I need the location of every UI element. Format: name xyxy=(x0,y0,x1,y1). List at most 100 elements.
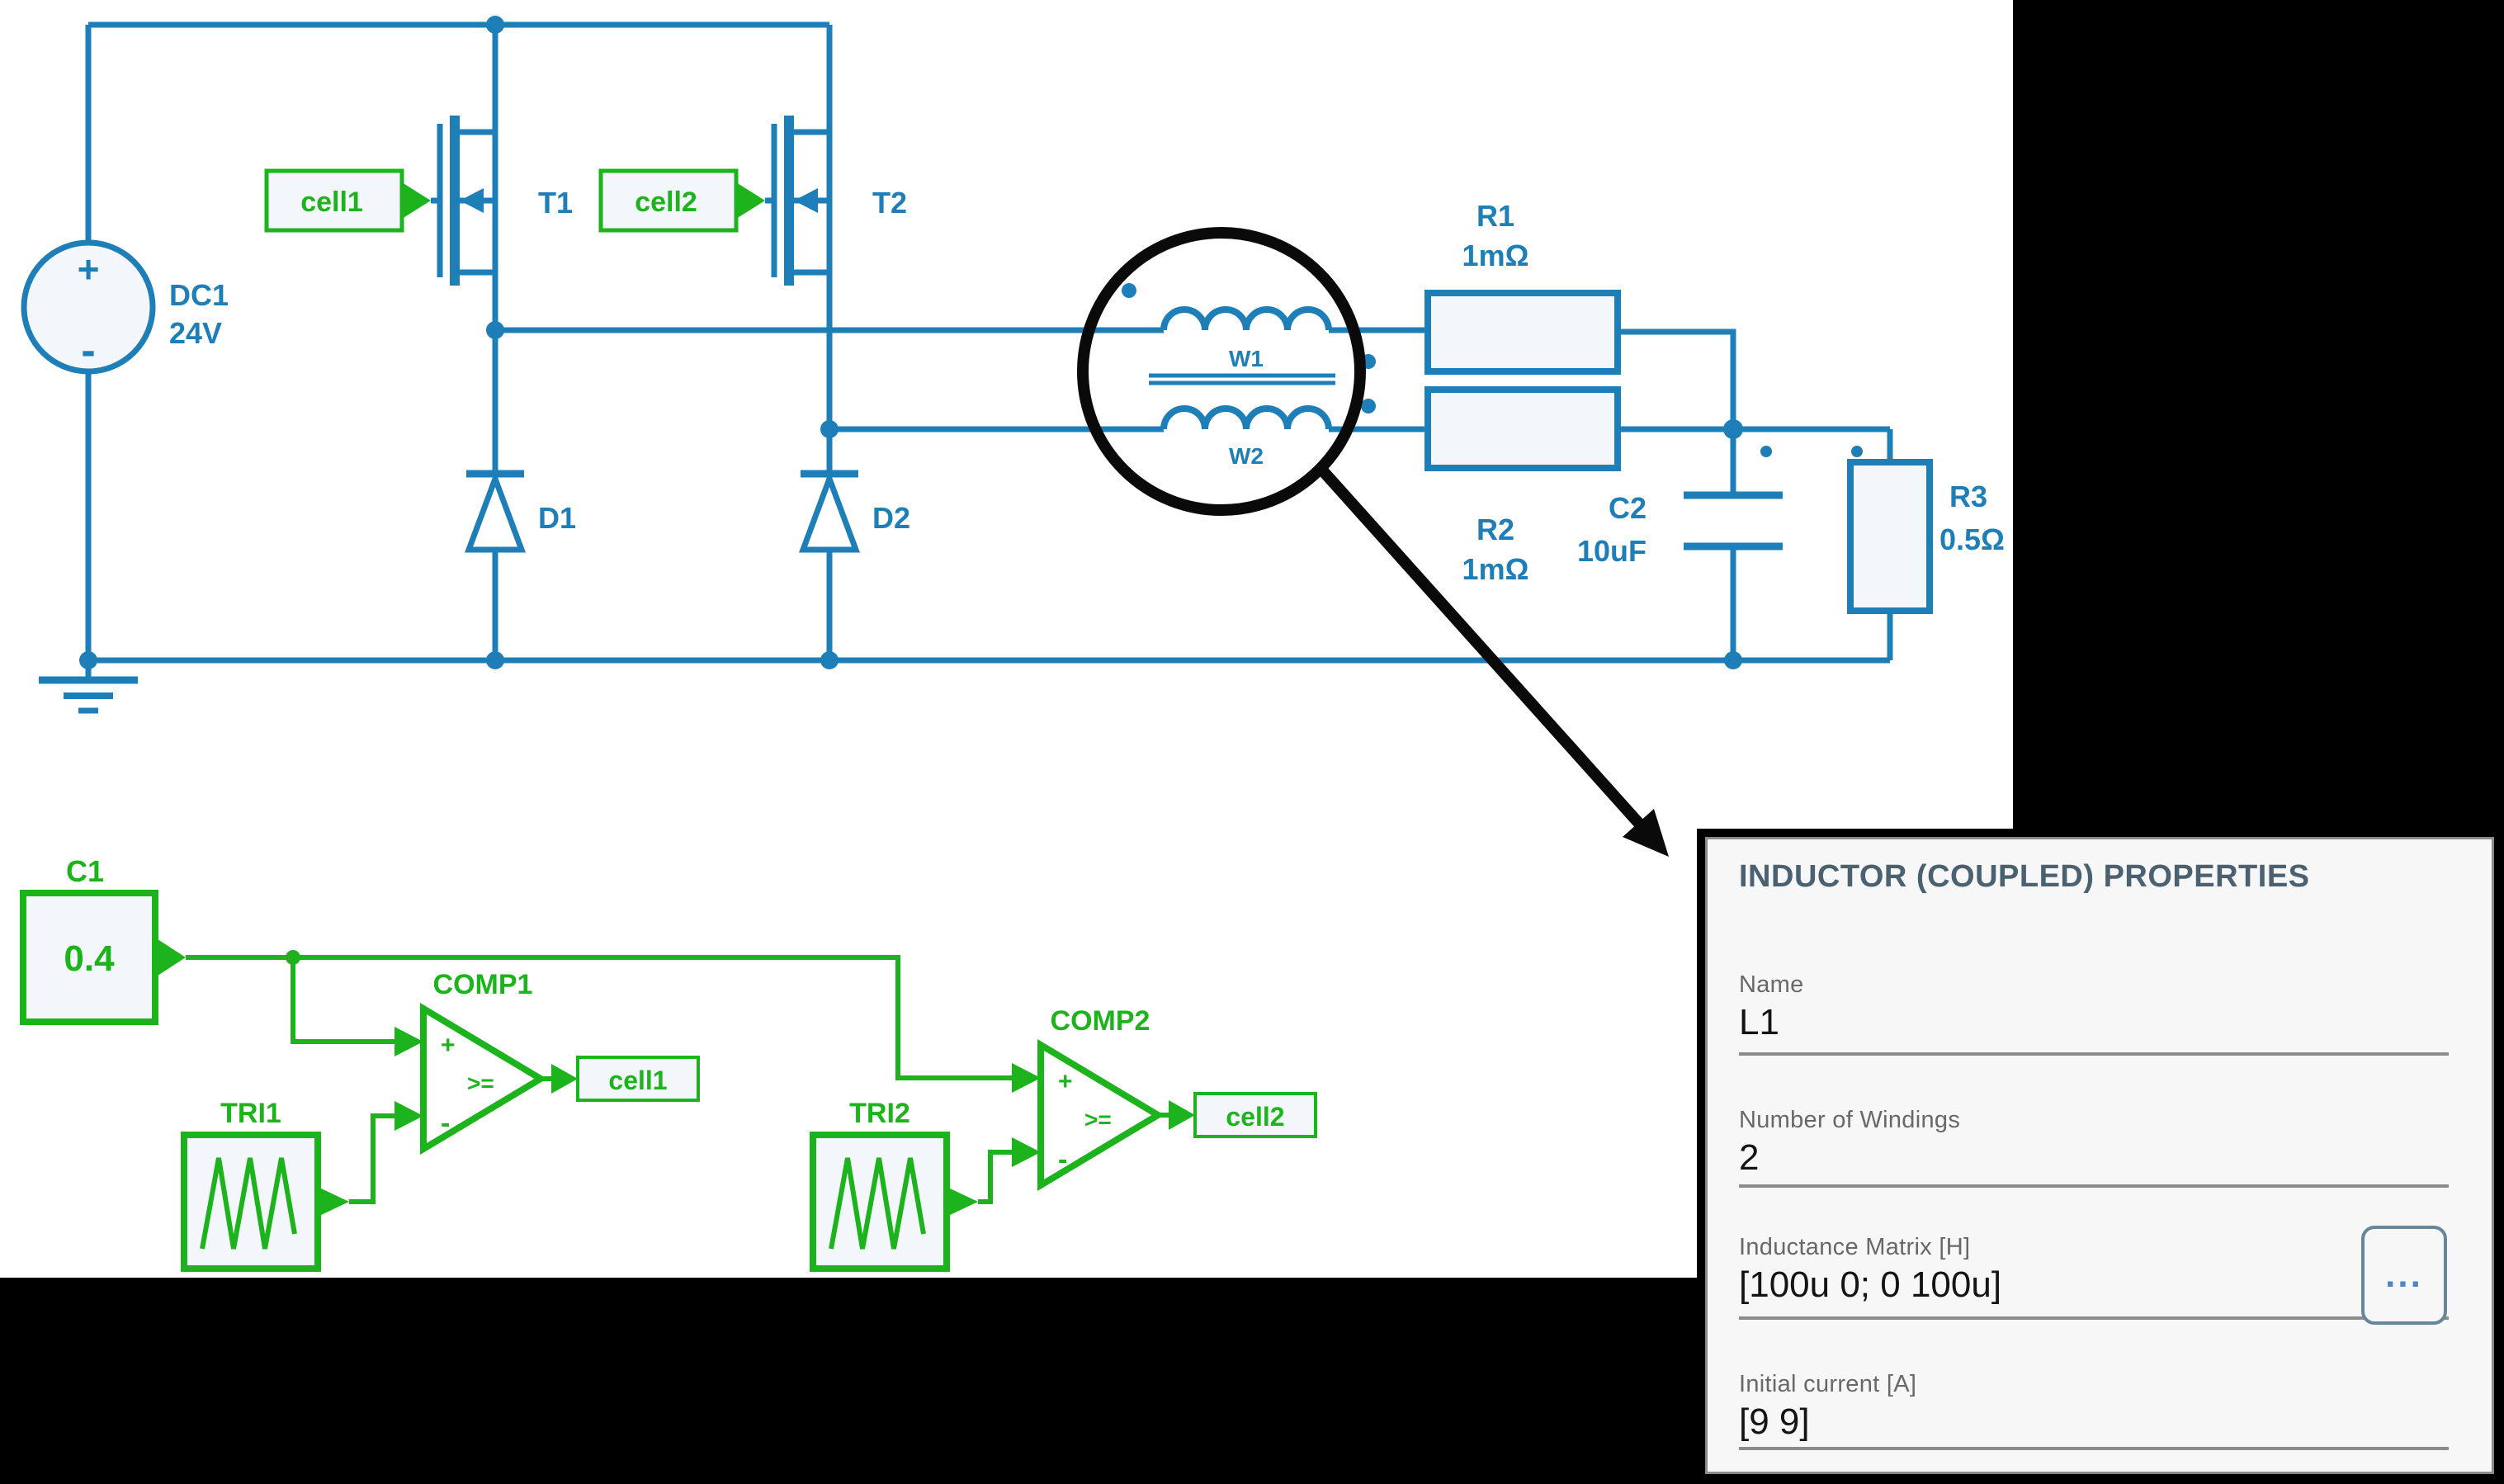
signal-tag-cell1-gate[interactable]: cell1 xyxy=(264,168,431,233)
field-current-input[interactable]: [9 9] xyxy=(1739,1401,1810,1442)
green-junction-dot xyxy=(286,950,300,965)
mosfet-t1[interactable]: T1 xyxy=(431,116,573,286)
field-name-input[interactable]: L1 xyxy=(1739,1002,1779,1042)
d1-label: D1 xyxy=(538,501,576,535)
field-name-label: Name xyxy=(1739,971,1804,998)
block-output-arrow-icon xyxy=(155,938,186,977)
field-number-of-windings: Number of Windings 2 xyxy=(1739,1107,2449,1188)
comp2-label: COMP2 xyxy=(1051,1005,1150,1037)
r1-value: 1mΩ xyxy=(1462,239,1529,272)
tag-label: cell2 xyxy=(1226,1102,1284,1132)
highlight-circle xyxy=(1077,227,1366,516)
polarity-dot-w1 xyxy=(1122,283,1136,298)
w1-label: W1 xyxy=(1229,346,1264,371)
tag-label: cell2 xyxy=(635,187,697,218)
t1-body-arrow-icon xyxy=(460,188,484,213)
comparator-comp1[interactable]: + - >= COMP1 xyxy=(394,969,547,1156)
r3-label: R3 xyxy=(1949,480,1987,513)
tri1-label: TRI1 xyxy=(220,1098,281,1129)
mosfet-t2[interactable]: T2 xyxy=(765,116,907,286)
polarity-dot-right-2 xyxy=(1361,399,1376,414)
comp2-plus-sign: + xyxy=(1058,1068,1073,1095)
signal-tag-cell2-out[interactable]: cell2 xyxy=(1169,1092,1317,1138)
matrix-editor-button[interactable]: ... xyxy=(2361,1226,2447,1325)
comp2-operator: >= xyxy=(1084,1107,1112,1132)
dc-plus-sign: + xyxy=(78,248,100,291)
signal-tag-cell2-gate[interactable]: cell2 xyxy=(598,168,765,233)
c2-value: 10uF xyxy=(1577,534,1646,568)
dc-name-label: DC1 xyxy=(169,278,229,312)
comp1-label: COMP1 xyxy=(433,969,533,1000)
block-output-arrow-icon xyxy=(318,1187,349,1217)
comp1-plus-sign: + xyxy=(441,1032,456,1059)
field-windings-input[interactable]: 2 xyxy=(1739,1137,1760,1178)
comp2-plus-arrow-icon xyxy=(1012,1063,1041,1093)
c1-value: 0.4 xyxy=(64,938,115,979)
triangle-wave-icon xyxy=(829,1157,926,1250)
dc-voltage-source[interactable]: + - DC1 24V xyxy=(21,239,229,375)
c1-label: C1 xyxy=(66,854,104,888)
field-windings-label: Number of Windings xyxy=(1739,1107,1961,1133)
control-wires xyxy=(186,955,1169,1204)
triangle-generator-tri2[interactable]: TRI2 xyxy=(810,1098,978,1272)
d2-triangle xyxy=(798,470,861,553)
winding-w1 xyxy=(1160,306,1332,331)
tag-arrow-icon xyxy=(1169,1100,1195,1130)
comparator-comp2[interactable]: + - >= COMP2 xyxy=(1012,1005,1165,1192)
field-inductance-matrix: Inductance Matrix [H] [100u 0; 0 100u] xyxy=(1739,1234,2449,1320)
field-matrix-input[interactable]: [100u 0; 0 100u] xyxy=(1739,1264,2002,1305)
wire-comp1-minus xyxy=(349,1113,394,1204)
r3-value: 0.5Ω xyxy=(1939,522,2005,556)
annotation-arrowhead-icon xyxy=(1623,809,1669,857)
resistor-r2[interactable]: R2 1mΩ xyxy=(1424,386,1621,586)
resistor-r1[interactable]: R1 1mΩ xyxy=(1424,199,1621,375)
dc-value-label: 24V xyxy=(169,316,222,350)
field-current-label: Initial current [A] xyxy=(1739,1371,1917,1397)
field-name: Name L1 xyxy=(1739,971,2449,1056)
d1-triangle xyxy=(464,470,527,553)
wire-r1-out xyxy=(1618,328,1736,429)
r1-label: R1 xyxy=(1476,199,1514,233)
t1-label: T1 xyxy=(538,186,573,220)
wire-comp1-plus xyxy=(291,957,394,1044)
tag-label: cell1 xyxy=(300,187,363,218)
panel-title: INDUCTOR (COUPLED) PROPERTIES xyxy=(1739,859,2310,894)
t2-body-arrow-icon xyxy=(794,188,818,213)
core-lines xyxy=(1149,373,1335,385)
w2-label: W2 xyxy=(1229,443,1264,469)
tag-arrow-icon xyxy=(551,1064,578,1094)
comp2-minus-arrow-icon xyxy=(1012,1137,1041,1167)
triangle-generator-tri1[interactable]: TRI1 xyxy=(181,1098,349,1272)
comp2-minus-sign: - xyxy=(1058,1144,1067,1175)
tag-label: cell1 xyxy=(608,1066,667,1095)
capacitor-c2[interactable]: C2 10uF xyxy=(1577,491,1783,568)
block-output-arrow-icon xyxy=(947,1187,978,1217)
sense-dot-1 xyxy=(1760,446,1772,457)
junction-dots xyxy=(79,16,1863,669)
dc-minus-sign: - xyxy=(81,327,95,375)
t2-label: T2 xyxy=(872,186,907,220)
diode-d2[interactable]: D2 xyxy=(798,470,910,553)
wire-comp2-plus xyxy=(293,955,1012,1080)
field-initial-current: Initial current [A] [9 9] xyxy=(1739,1371,2449,1450)
diode-d1[interactable]: D1 xyxy=(464,470,576,553)
constant-block-c1[interactable]: C1 0.4 xyxy=(20,854,186,1025)
tag-arrow-icon xyxy=(402,182,431,219)
coupled-inductor-l1[interactable]: W1 W2 xyxy=(1122,283,1376,469)
field-matrix-label: Inductance Matrix [H] xyxy=(1739,1234,1971,1260)
resistor-r3[interactable]: R3 0.5Ω xyxy=(1847,459,2005,614)
tri2-label: TRI2 xyxy=(849,1098,910,1129)
r2-label: R2 xyxy=(1476,513,1514,546)
sense-dot-2 xyxy=(1851,446,1863,457)
signal-tag-cell1-out[interactable]: cell1 xyxy=(551,1056,700,1102)
triangle-wave-icon xyxy=(200,1157,297,1250)
d2-label: D2 xyxy=(872,501,910,535)
winding-w2 xyxy=(1160,405,1332,430)
tag-arrow-icon xyxy=(736,182,765,219)
comp1-minus-arrow-icon xyxy=(394,1101,423,1131)
annotation-arrow-line xyxy=(1314,462,1646,829)
c2-label: C2 xyxy=(1609,491,1646,525)
comp1-operator: >= xyxy=(467,1070,494,1096)
